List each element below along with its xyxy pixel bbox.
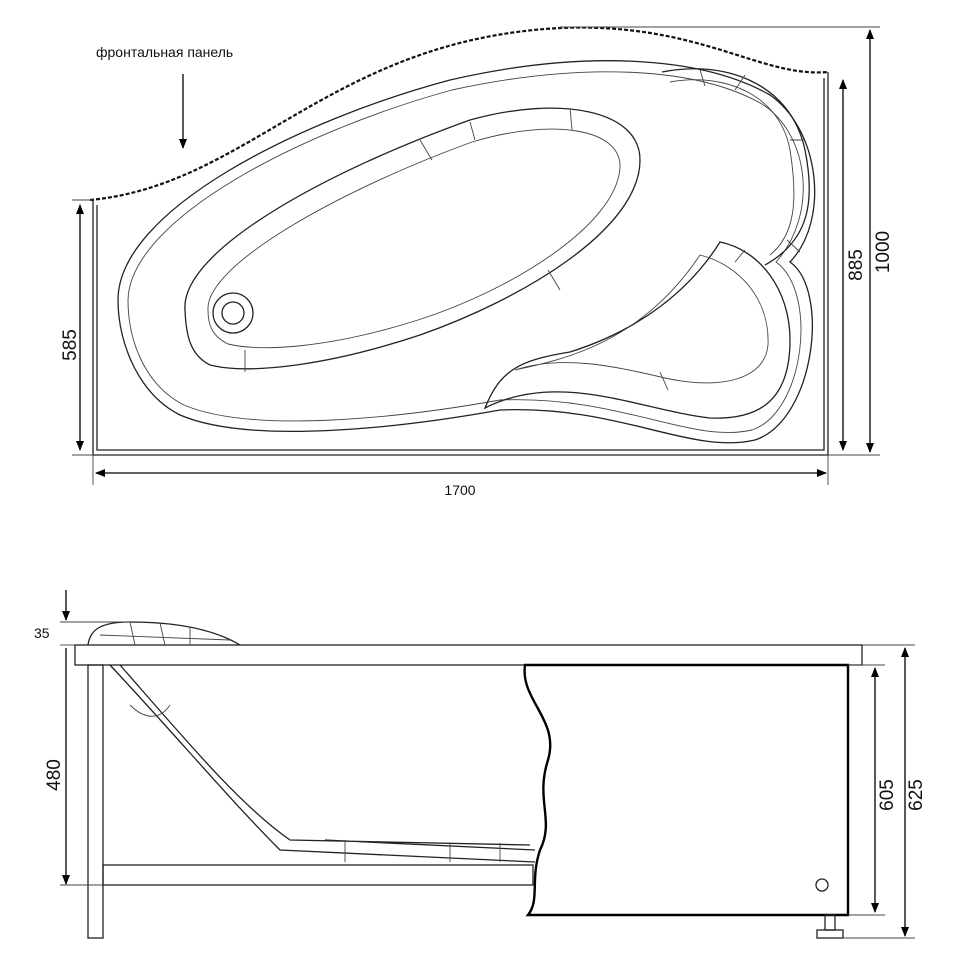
front-panel-label: фронтальная панель — [96, 44, 233, 60]
drain-icon — [212, 292, 254, 334]
headrest — [87, 621, 241, 646]
dim-585: 585 — [60, 329, 81, 361]
outline-left-edge — [92, 72, 829, 456]
front-panel — [523, 663, 850, 917]
bowl-rim — [117, 60, 816, 444]
dim-1000: 1000 — [873, 231, 894, 273]
top-view: фронтальная панель 585 885 1000 1700 — [60, 26, 894, 498]
dim-35: 35 — [34, 625, 50, 641]
dim-1700: 1700 — [444, 482, 475, 498]
main-bowl — [184, 107, 641, 370]
rim — [74, 644, 863, 666]
support-bar — [102, 864, 534, 886]
overflow-icon — [815, 878, 829, 892]
left-leg — [87, 664, 104, 939]
dim-625: 625 — [906, 779, 927, 811]
foot — [824, 914, 836, 931]
side-view: 35 480 605 625 — [34, 590, 927, 939]
bowl-profile — [109, 664, 536, 863]
front-panel-edge — [89, 26, 829, 202]
dim-605: 605 — [877, 779, 898, 811]
armrest — [661, 68, 810, 266]
dim-885: 885 — [846, 249, 867, 281]
dim-480: 480 — [44, 759, 65, 791]
seat-bowl — [483, 241, 791, 419]
